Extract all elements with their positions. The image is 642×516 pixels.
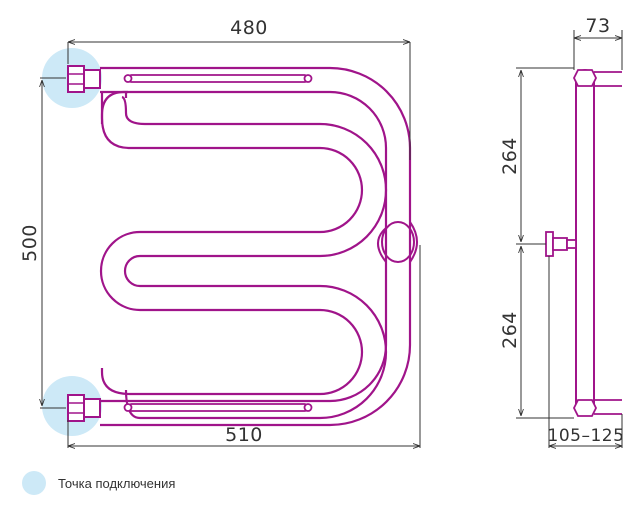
dim-height-label: 500 <box>19 224 41 262</box>
dim-side-top-label: 264 <box>499 137 521 175</box>
nut-fitting-bottom <box>67 394 101 422</box>
legend-label: Точка подключения <box>58 475 176 491</box>
dim-side-depth-label: 73 <box>585 15 610 37</box>
dim-width-top-label: 480 <box>230 17 268 39</box>
dim-side-bottom-label: 264 <box>499 311 521 349</box>
side-view <box>545 69 622 417</box>
wall-bracket <box>377 221 418 263</box>
front-dimensions <box>40 42 421 448</box>
connection-point-legend-icon <box>22 471 46 495</box>
legend: Точка подключения <box>22 470 175 496</box>
top-rail-bar <box>127 74 309 83</box>
side-wall-bracket <box>545 231 577 257</box>
nut-fitting-top <box>67 65 101 93</box>
dim-width-bottom-label: 510 <box>225 424 263 446</box>
front-view <box>67 65 418 427</box>
dim-wall-distance-label: 105–125 <box>548 426 625 446</box>
bottom-rail-bar <box>127 403 309 412</box>
side-dimensions <box>516 30 623 448</box>
